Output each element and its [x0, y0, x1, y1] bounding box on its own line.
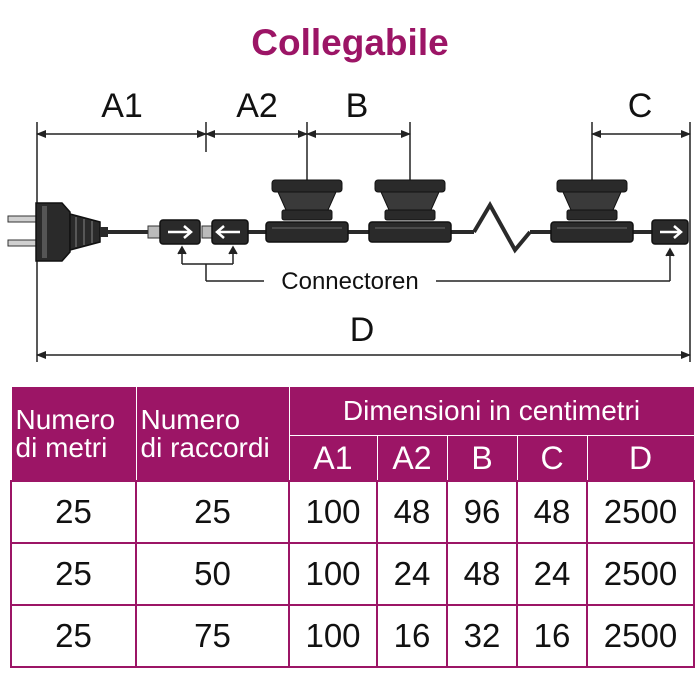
page-title: Collegabile [251, 22, 449, 63]
cable-break-icon [472, 200, 532, 254]
header-col-b: B [446, 435, 518, 482]
table-cell: 48 [516, 480, 588, 544]
table-cell: 2500 [585, 604, 696, 668]
table-cell: 48 [376, 480, 448, 544]
table-cell: 25 [10, 542, 137, 606]
table-cell: 25 [10, 604, 137, 668]
dimension-label-d: D [350, 311, 375, 349]
spec-table: Numero di metri Numero di raccordi Dimen… [10, 386, 696, 668]
header-meters-line2: di metri [15, 431, 108, 463]
dimension-label-b: B [346, 87, 369, 125]
connector-label: Connectoren [281, 268, 418, 295]
arrow-connector-icon [147, 219, 201, 245]
lamp-socket-icon [265, 179, 349, 243]
table-cell: 16 [376, 604, 448, 668]
header-fittings-line1: Numero [140, 403, 241, 435]
table-cell: 25 [135, 480, 290, 544]
table-cell: 48 [446, 542, 518, 606]
cable-diagram: A1 A2 B C [7, 87, 691, 362]
table-cell: 32 [446, 604, 518, 668]
header-fittings: Numero di raccordi [135, 386, 290, 482]
table-cell: 75 [135, 604, 290, 668]
table-row: 25 25 100 48 96 48 2500 [10, 480, 696, 544]
arrow-connector-icon [201, 219, 249, 245]
table-row: 25 75 100 16 32 16 2500 [10, 604, 696, 668]
dimension-label-a2: A2 [236, 87, 278, 125]
header-col-a2: A2 [376, 435, 448, 482]
header-fittings-line2: di raccordi [140, 431, 270, 463]
table-cell: 96 [446, 480, 518, 544]
dimension-label-c: C [628, 87, 653, 125]
header-meters: Numero di metri [10, 386, 137, 482]
table-cell: 100 [288, 480, 378, 544]
header-dimensions: Dimensioni in centimetri [288, 386, 695, 436]
table-row: 25 50 100 24 48 24 2500 [10, 542, 696, 606]
table-cell: 2500 [585, 480, 696, 544]
header-col-a1: A1 [288, 435, 378, 482]
header-meters-line1: Numero [15, 403, 116, 435]
dimension-arrows [36, 130, 691, 359]
lamp-socket-icon [368, 179, 452, 243]
arrow-connector-icon [651, 219, 689, 245]
table-cell: 100 [288, 542, 378, 606]
table-cell: 25 [10, 480, 137, 544]
header-col-d: D [586, 435, 695, 482]
table-cell: 2500 [585, 542, 696, 606]
connector-callout [177, 245, 675, 282]
dimension-label-a1: A1 [101, 87, 143, 125]
table-cell: 100 [288, 604, 378, 668]
table-cell: 50 [135, 542, 290, 606]
table-cell: 16 [516, 604, 588, 668]
table-cell: 24 [516, 542, 588, 606]
lamp-socket-icon [550, 179, 634, 243]
header-col-c: C [516, 435, 588, 482]
plug-icon [7, 202, 108, 262]
table-cell: 24 [376, 542, 448, 606]
